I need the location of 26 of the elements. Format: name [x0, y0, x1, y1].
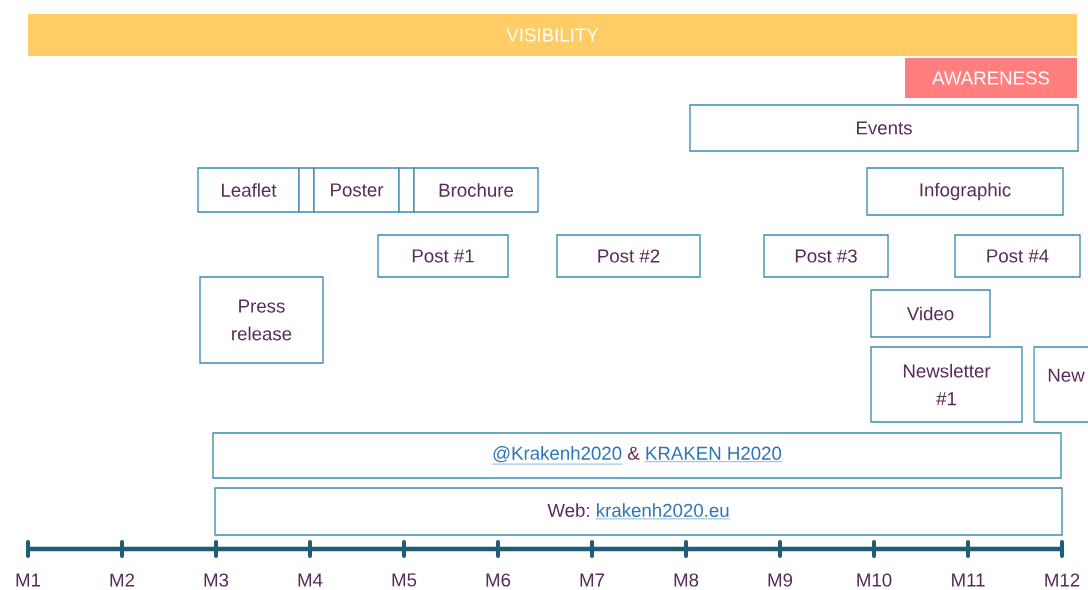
label-box: @Krakenh2020 & KRAKEN H2020 [212, 432, 1062, 479]
label-box: Events [689, 104, 1079, 152]
label-box: Post #3 [763, 234, 889, 278]
month-label: M3 [204, 573, 229, 587]
month-label: M12 [1045, 573, 1080, 587]
month-label: M5 [392, 573, 417, 587]
label-box: Video [870, 289, 991, 338]
month-label: M1 [16, 573, 41, 587]
month-label: M2 [110, 573, 135, 587]
month-label: M8 [674, 573, 699, 587]
label-box: Infographic [866, 167, 1064, 216]
month-label: M4 [298, 573, 323, 587]
label-box: Post #2 [556, 234, 701, 278]
month-label: M6 [486, 573, 511, 587]
banner: AWARENESS [905, 58, 1077, 98]
month-label: M11 [952, 573, 985, 587]
label-box: Newsletter #1 [870, 346, 1023, 423]
month-label: M9 [768, 573, 793, 587]
month-label: M10 [857, 573, 892, 587]
label-box: New [1033, 346, 1088, 423]
label-box: Web: krakenh2020.eu [214, 487, 1063, 536]
month-label: M7 [580, 573, 605, 587]
label-box: Post #4 [954, 234, 1081, 278]
label-box: Press release [199, 276, 324, 364]
banner: VISIBILITY [28, 14, 1077, 56]
label-box: Post #1 [377, 234, 509, 278]
